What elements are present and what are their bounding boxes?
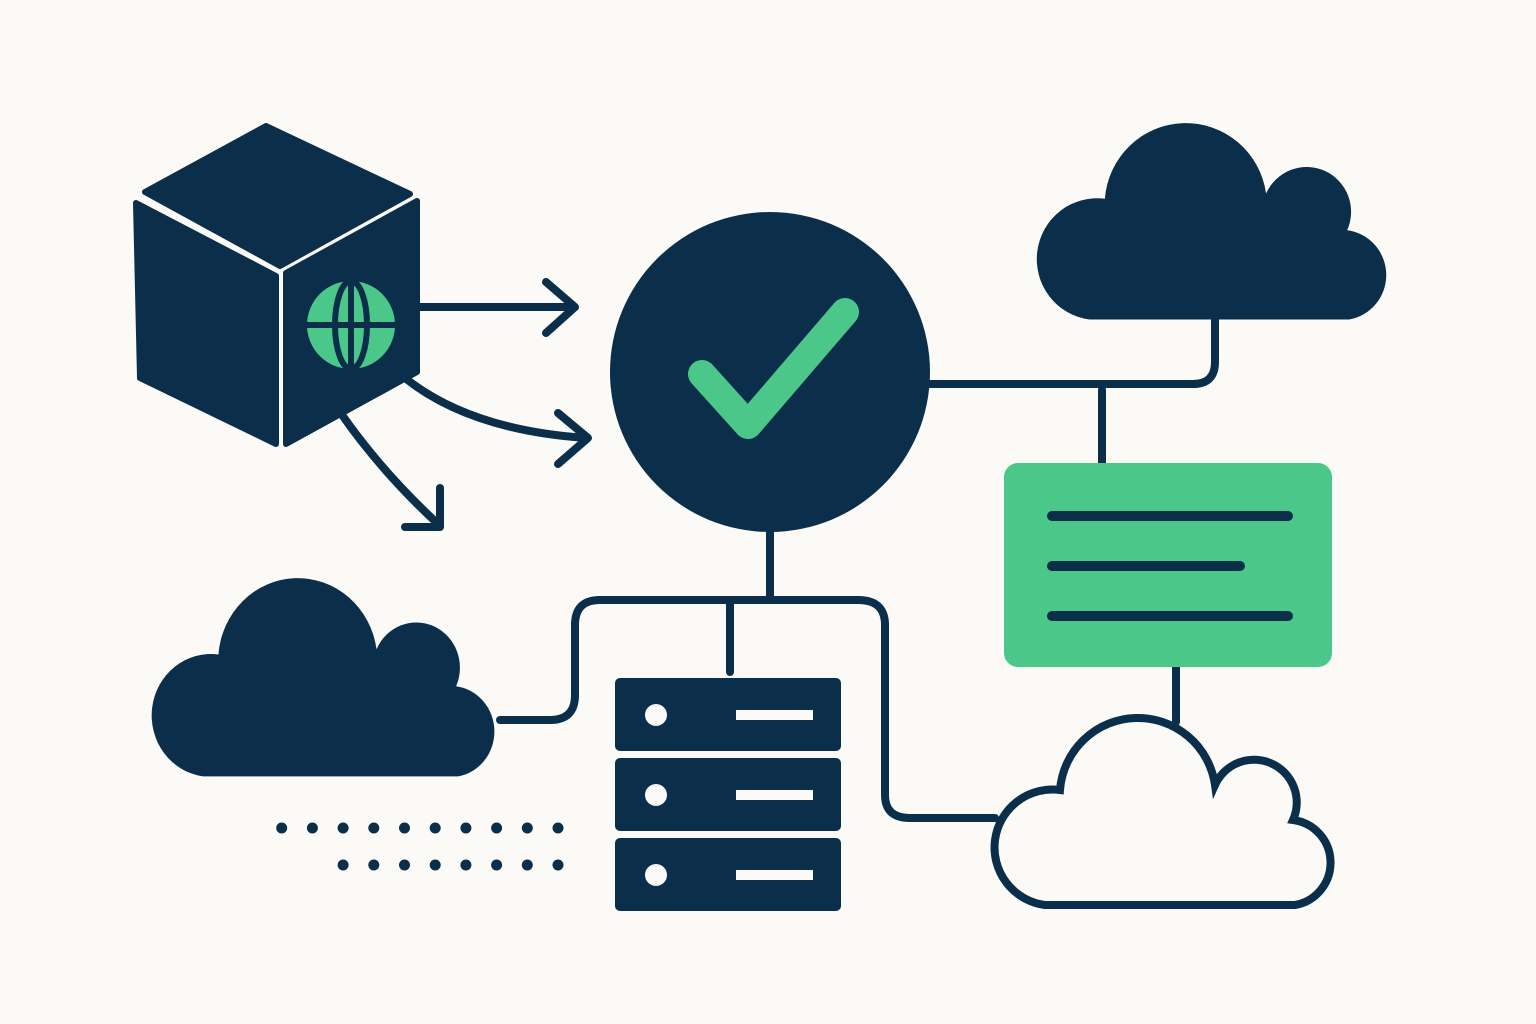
dot	[429, 822, 441, 834]
document-lines-icon	[1004, 463, 1332, 667]
globe-icon	[307, 278, 395, 372]
server-unit	[615, 758, 841, 831]
arrows	[336, 278, 592, 531]
dot	[337, 822, 349, 834]
cloud-icon	[151, 578, 495, 777]
server-led	[645, 784, 667, 806]
server-unit	[615, 678, 841, 751]
dot	[368, 822, 380, 834]
dot	[521, 859, 533, 871]
server-unit-body	[615, 838, 841, 911]
connector-check-to-cloud	[926, 314, 1219, 388]
server-slot	[736, 870, 813, 880]
server-unit-body	[615, 678, 841, 751]
server-slot	[736, 710, 813, 720]
dot	[399, 859, 410, 871]
arrow-curved-icon	[401, 374, 592, 468]
dot	[460, 822, 472, 834]
dot	[399, 822, 410, 834]
server-led	[645, 704, 667, 726]
dot-pattern	[276, 822, 564, 871]
dot	[276, 822, 288, 834]
dot	[552, 859, 564, 871]
cloud-icon	[1036, 123, 1387, 320]
server-slot	[736, 790, 813, 800]
dot	[368, 859, 380, 871]
dot	[552, 822, 564, 834]
dot	[491, 859, 503, 871]
connectors	[496, 314, 1219, 822]
dot	[491, 822, 503, 834]
cube-icon	[133, 123, 420, 447]
dot	[337, 859, 349, 871]
server-unit	[615, 838, 841, 911]
arrow-down-right-icon	[336, 408, 444, 531]
checkmark-icon	[688, 298, 859, 439]
verified-check-badge	[610, 212, 930, 532]
server-led	[645, 864, 667, 886]
dot	[460, 859, 472, 871]
arrow-right-icon	[414, 278, 579, 337]
dot	[521, 822, 533, 834]
server-unit-body	[615, 758, 841, 831]
server-rack-icon	[615, 678, 841, 911]
cloud-outline-icon	[995, 718, 1331, 905]
dot	[306, 822, 318, 834]
dot	[429, 859, 441, 871]
